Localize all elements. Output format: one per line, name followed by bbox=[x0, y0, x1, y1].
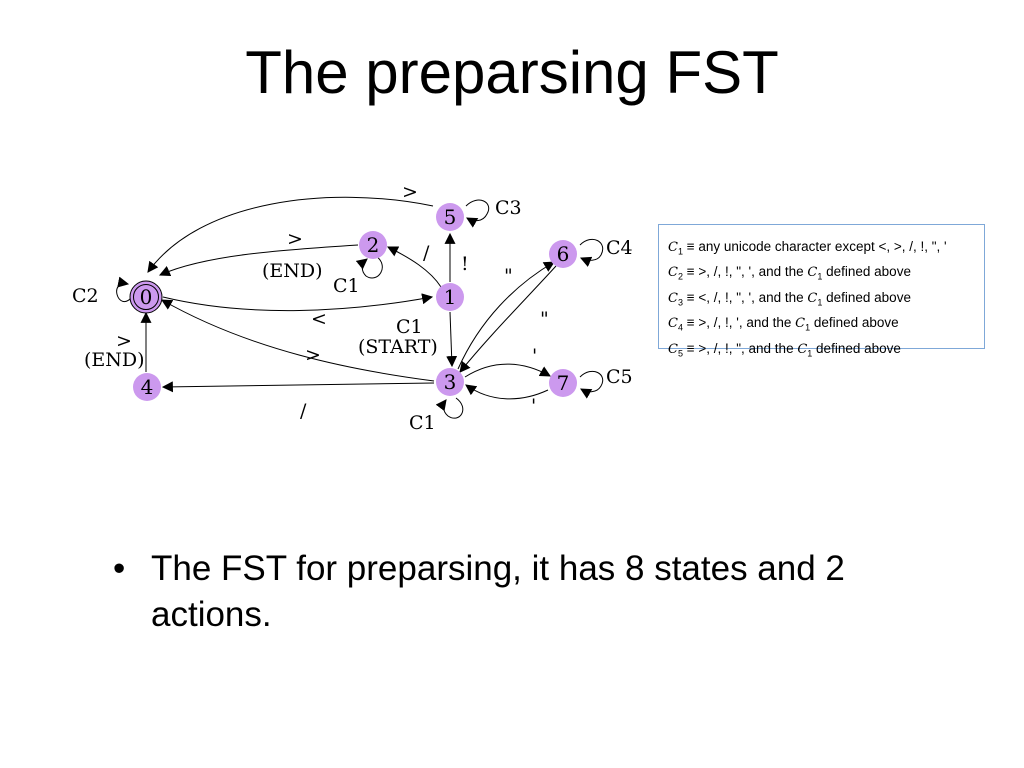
legend-symbol: C bbox=[668, 240, 678, 255]
loop-5 bbox=[465, 199, 490, 228]
label-loop-3: C1 bbox=[409, 412, 436, 434]
state-label-4: 4 bbox=[141, 375, 154, 399]
state-0: 0 bbox=[129, 280, 163, 314]
label-3-0: > bbox=[305, 344, 321, 366]
edge-6-to-3 bbox=[459, 265, 557, 373]
legend-symbol: C bbox=[668, 316, 678, 332]
legend-box: C1 ≡ any unicode character except <, >, … bbox=[658, 224, 985, 358]
edge-3-to-6 bbox=[457, 261, 555, 370]
legend-symbol: C bbox=[668, 265, 678, 281]
edge-3-to-0 bbox=[161, 299, 435, 382]
state-label-1: 1 bbox=[444, 285, 457, 309]
legend-row-4: C4 ≡ >, /, !, ', and the C1 defined abov… bbox=[668, 315, 899, 333]
state-3: 3 bbox=[436, 368, 464, 396]
label-loop-2: C1 bbox=[333, 275, 360, 297]
bullet-dot-icon: • bbox=[113, 549, 126, 588]
state-label-6: 6 bbox=[557, 242, 570, 266]
label-3-4: / bbox=[300, 400, 307, 422]
label-end-2: (END) bbox=[262, 260, 323, 282]
bullet-list: • The FST for preparsing, it has 8 state… bbox=[113, 546, 973, 638]
label-1-2: / bbox=[423, 242, 430, 264]
edge-1-to-2 bbox=[387, 246, 442, 288]
legend-row-2: C2 ≡ >, /, !, ", ', and the C1 defined a… bbox=[668, 264, 911, 283]
label-loop-6: C4 bbox=[606, 237, 633, 259]
edge-3-to-4 bbox=[161, 381, 435, 393]
legend-symbol: C bbox=[668, 341, 678, 357]
label-6-3: " bbox=[540, 308, 549, 330]
edge-2-to-0 bbox=[158, 244, 359, 277]
loop-2 bbox=[355, 255, 383, 279]
state-2: 2 bbox=[359, 231, 387, 259]
edge-1-to-3 bbox=[446, 311, 458, 368]
state-7: 7 bbox=[549, 369, 577, 397]
label-loop-5: C3 bbox=[495, 197, 522, 219]
label-0-1: < bbox=[311, 308, 327, 330]
label-loop-0: C2 bbox=[72, 285, 99, 307]
loop-7 bbox=[579, 370, 604, 399]
state-label-5: 5 bbox=[444, 205, 457, 229]
legend-row-5: C5 ≡ >, /, !, ", and the C1 defined abov… bbox=[668, 340, 901, 359]
legend-row-1: C1 ≡ any unicode character except <, >, … bbox=[668, 239, 947, 257]
label-7-3: ' bbox=[531, 395, 536, 417]
state-label-0: 0 bbox=[140, 285, 153, 309]
state-6: 6 bbox=[549, 240, 577, 268]
edge-7-to-3 bbox=[465, 384, 549, 400]
state-label-3: 3 bbox=[444, 370, 457, 394]
bullet-item: • The FST for preparsing, it has 8 state… bbox=[113, 546, 973, 638]
label-loop-7: C5 bbox=[606, 366, 633, 388]
label-3-6: " bbox=[504, 265, 513, 287]
label-2-0: > bbox=[287, 228, 303, 250]
state-label-2: 2 bbox=[367, 233, 380, 257]
loop-0 bbox=[116, 276, 132, 302]
label-5-0: > bbox=[402, 181, 418, 203]
edge-0-to-1 bbox=[162, 293, 434, 312]
label-end-4: (END) bbox=[84, 349, 145, 371]
label-1-3: C1 bbox=[396, 316, 423, 338]
edge-5-to-0 bbox=[147, 196, 434, 273]
slide-title: The preparsing FST bbox=[245, 39, 779, 106]
edge-3-to-7 bbox=[464, 363, 551, 378]
state-5: 5 bbox=[436, 203, 464, 231]
label-4-0: > bbox=[116, 330, 132, 352]
loop-3 bbox=[435, 397, 464, 419]
bullet-text: The FST for preparsing, it has 8 states … bbox=[151, 549, 845, 634]
label-3-7: ' bbox=[532, 345, 537, 367]
loop-6 bbox=[579, 238, 604, 267]
state-1: 1 bbox=[436, 283, 464, 311]
label-start: (START) bbox=[358, 336, 438, 358]
state-4: 4 bbox=[133, 373, 161, 401]
legend-row-3: C3 ≡ <, /, !, ", ', and the C1 defined a… bbox=[668, 289, 911, 308]
legend-symbol: C bbox=[668, 290, 678, 306]
state-label-7: 7 bbox=[557, 371, 570, 395]
label-1-5: ! bbox=[461, 253, 469, 275]
